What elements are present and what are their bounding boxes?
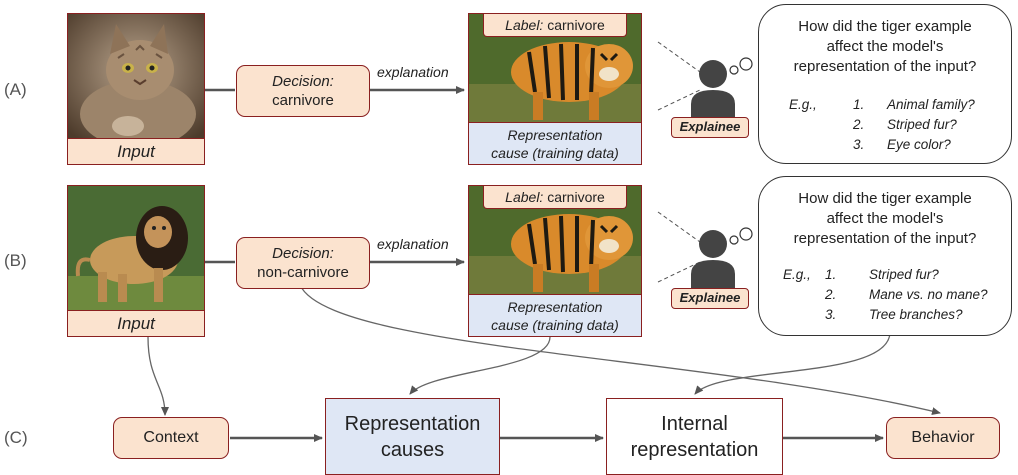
example-label-b: Label: carnivore [483, 186, 627, 209]
eg-label-b: E.g., [783, 267, 811, 282]
decision-value-b: non-carnivore [257, 264, 349, 281]
question-b-line3: representation of the input? [793, 230, 977, 247]
training-example-tiger-b: Label: carnivore Representation cause (t… [468, 185, 642, 337]
example-caption-b: Representation cause (training data) [469, 294, 641, 336]
gaze-line-b-1 [657, 211, 701, 243]
example-caption-b-line1: Representation [507, 299, 603, 315]
input-image-lion: Input [67, 185, 205, 337]
example-caption-a-line1: Representation [507, 127, 603, 143]
context-label: Context [143, 429, 199, 446]
gaze-line-b-2 [657, 261, 701, 283]
item-text-a-1: Animal family? [887, 97, 975, 112]
training-example-tiger-a: Label: carnivore Representation cause (t… [468, 13, 642, 165]
person-icon-a [691, 60, 735, 118]
explanation-label-a: explanation [377, 64, 449, 80]
item-num-b-3: 3. [825, 307, 837, 322]
internal-line1: Internal [661, 412, 728, 435]
row-label-c: (C) [4, 428, 28, 447]
thought-dots-b [729, 227, 753, 245]
example-caption-a-line2: cause (training data) [491, 145, 619, 161]
explainee-tag-b: Explainee [671, 288, 749, 309]
internal-line2: representation [630, 438, 759, 461]
item-num-b-1: 1. [825, 267, 837, 282]
lion-photo [68, 186, 204, 310]
input-caption-b: Input [68, 310, 204, 336]
item-text-b-1: Striped fur? [869, 267, 939, 282]
context-box: Context [113, 417, 229, 459]
question-a-line3: representation of the input? [793, 58, 977, 75]
eg-label-a: E.g., [789, 97, 817, 112]
behavior-box: Behavior [886, 417, 1000, 459]
decision-box-a: Decision: carnivore [236, 65, 370, 117]
gaze-line-a-2 [657, 89, 701, 111]
decision-title-b: Decision: [272, 245, 334, 262]
explainee-tag-a: Explainee [671, 117, 749, 138]
explanation-label-b: explanation [377, 236, 449, 252]
item-text-b-3: Tree branches? [869, 307, 963, 322]
thought-dots-a [729, 57, 753, 75]
item-num-a-2: 2. [853, 117, 865, 132]
person-icon-b [691, 230, 735, 288]
item-text-a-3: Eye color? [887, 137, 951, 152]
curve-bubble-to-internal [694, 331, 891, 395]
behavior-label: Behavior [911, 429, 975, 446]
item-text-b-2: Mane vs. no mane? [869, 287, 988, 302]
decision-value-a: carnivore [272, 92, 334, 109]
item-num-a-1: 1. [853, 97, 865, 112]
input-caption-a: Input [68, 138, 204, 164]
tiger-photo-a [469, 14, 641, 122]
example-caption-b-line2: cause (training data) [491, 317, 619, 333]
input-image-cat: Input [67, 13, 205, 165]
curve-input-to-context [147, 336, 169, 416]
rep-causes-line2: causes [380, 438, 445, 461]
decision-title-a: Decision: [272, 73, 334, 90]
internal-representation-box: Internal representation [606, 398, 783, 475]
example-caption-a: Representation cause (training data) [469, 122, 641, 164]
representation-causes-box: Representation causes [325, 398, 500, 475]
question-b-line1: How did the tiger example [798, 190, 972, 207]
example-label-key-b: Label: [505, 189, 544, 205]
rep-causes-line1: Representation [344, 412, 481, 435]
decision-box-b: Decision: non-carnivore [236, 237, 370, 289]
question-b-line2: affect the model's [826, 210, 944, 227]
question-a-line2: affect the model's [826, 38, 944, 55]
cat-photo [68, 14, 204, 138]
example-label-key-a: Label: [505, 17, 544, 33]
curve-decision-to-behavior [299, 284, 941, 416]
example-label-value-b: carnivore [547, 189, 605, 205]
row-label-a: (A) [4, 80, 27, 99]
question-a-line1: How did the tiger example [798, 18, 972, 35]
thought-bubble-a: How did the tiger example affect the mod… [758, 4, 1012, 164]
item-num-a-3: 3. [853, 137, 865, 152]
example-label-a: Label: carnivore [483, 14, 627, 37]
example-label-value-a: carnivore [547, 17, 605, 33]
gaze-line-a-1 [657, 41, 701, 73]
row-label-b: (B) [4, 251, 27, 270]
curve-tiger-to-rep-causes [409, 336, 551, 395]
thought-bubble-b: How did the tiger example affect the mod… [758, 176, 1012, 336]
item-num-b-2: 2. [825, 287, 837, 302]
item-text-a-2: Striped fur? [887, 117, 957, 132]
